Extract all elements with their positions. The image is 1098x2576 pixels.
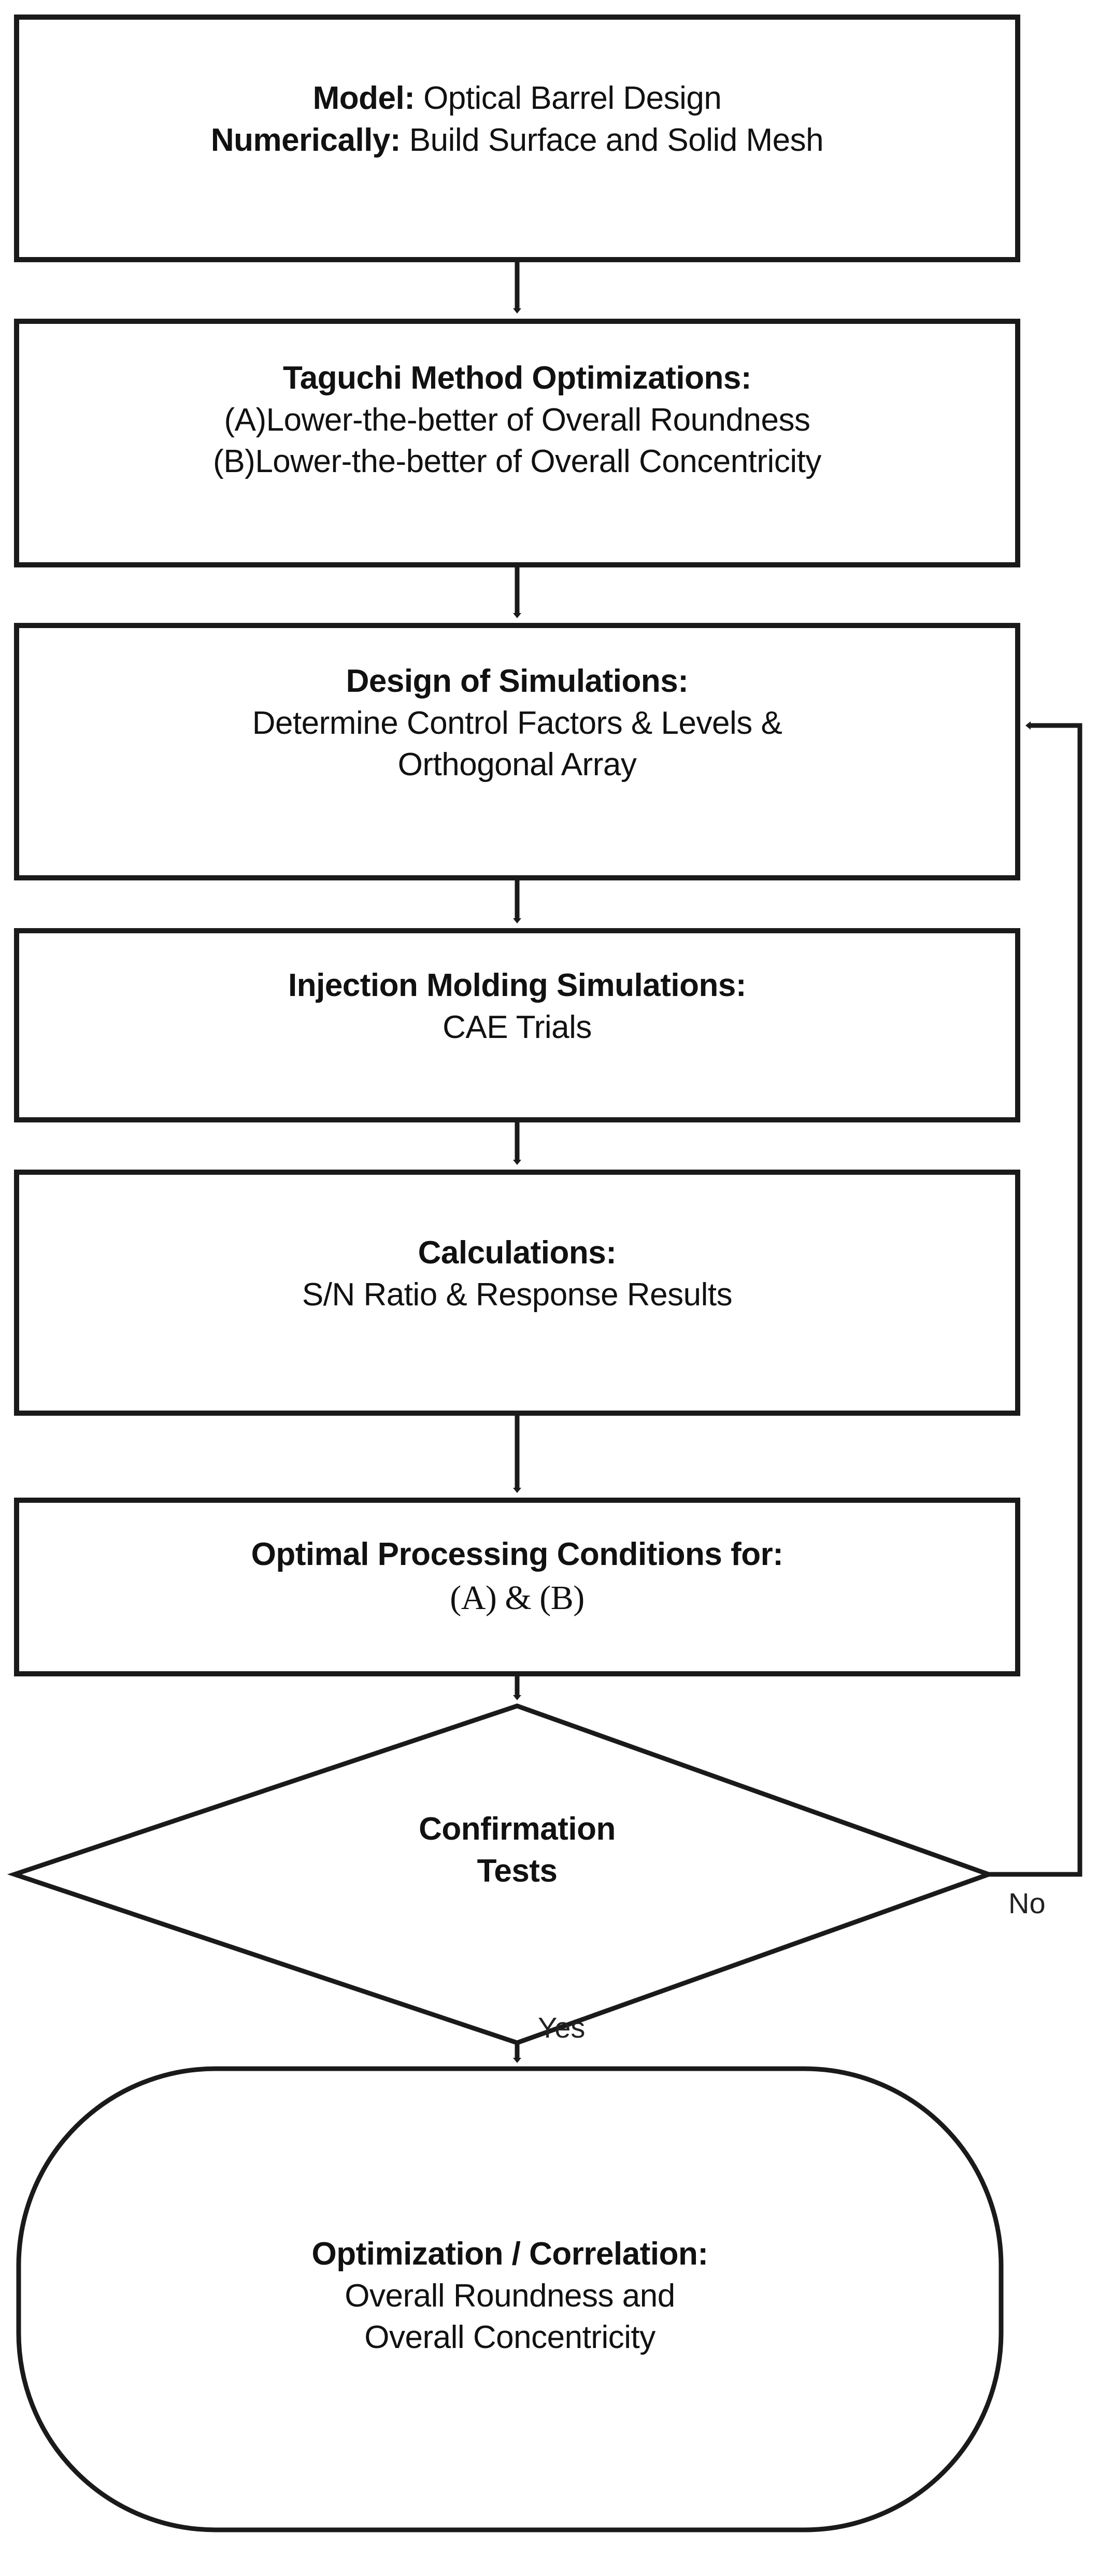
design-line-a: Determine Control Factors & Levels & — [252, 705, 782, 741]
node-taguchi-label: Taguchi Method Optimizations: (A)Lower-t… — [17, 358, 1018, 483]
model-line2-rest: Build Surface and Solid Mesh — [401, 122, 824, 158]
model-line2-bold: Numerically: — [210, 122, 401, 158]
node-design-of-simulations-label: Design of Simulations: Determine Control… — [17, 661, 1018, 786]
confirmation-line-b: Tests — [477, 1853, 558, 1889]
final-line-a: Overall Roundness and — [345, 2278, 675, 2314]
design-title: Design of Simulations: — [346, 663, 689, 699]
taguchi-line-a: (A)Lower-the-better of Overall Roundness — [224, 402, 810, 438]
node-model-label: Model: Optical Barrel Design Numerically… — [17, 78, 1018, 161]
node-optimization-correlation-label: Optimization / Correlation: Overall Roun… — [19, 2233, 1001, 2359]
taguchi-line-b: (B)Lower-the-better of Overall Concentri… — [213, 444, 821, 480]
node-optimization-correlation-shape — [16, 2066, 1004, 2532]
node-injection-molding-simulations-label: Injection Molding Simulations: CAE Trial… — [17, 965, 1018, 1048]
edge-label-yes: Yes — [538, 2011, 586, 2044]
optimal-line-a: (A) & (B) — [450, 1578, 584, 1617]
confirmation-line-a: Confirmation — [419, 1811, 616, 1847]
node-taguchi-shape — [14, 319, 1020, 567]
final-title: Optimization / Correlation: — [311, 2236, 708, 2272]
node-design-of-simulations-shape — [14, 623, 1020, 880]
node-model-shape — [14, 15, 1020, 262]
model-line1-bold: Model: — [312, 80, 415, 116]
taguchi-title: Taguchi Method Optimizations: — [283, 360, 751, 396]
injection-title: Injection Molding Simulations: — [288, 967, 746, 1003]
model-line1-rest: Optical Barrel Design — [415, 80, 722, 116]
design-line-b: Orthogonal Array — [397, 747, 637, 783]
calculations-line-a: S/N Ratio & Response Results — [302, 1276, 733, 1313]
connector-confirmation-no-feedback-loop — [989, 721, 1082, 1877]
node-injection-molding-simulations-shape — [14, 928, 1020, 1122]
edge-label-no: No — [1008, 1887, 1046, 1919]
injection-line-a: CAE Trials — [443, 1009, 592, 1045]
node-calculations-shape — [14, 1170, 1020, 1416]
optimal-title: Optimal Processing Conditions for: — [251, 1536, 783, 1572]
node-calculations-label: Calculations: S/N Ratio & Response Resul… — [17, 1232, 1018, 1316]
node-confirmation-tests-label: Confirmation Tests — [258, 1809, 776, 1892]
calculations-title: Calculations: — [418, 1235, 617, 1271]
final-line-b: Overall Concentricity — [364, 2319, 655, 2356]
node-optimal-processing-conditions-label: Optimal Processing Conditions for: (A) &… — [17, 1534, 1018, 1620]
node-optimal-processing-conditions-shape — [14, 1498, 1020, 1676]
